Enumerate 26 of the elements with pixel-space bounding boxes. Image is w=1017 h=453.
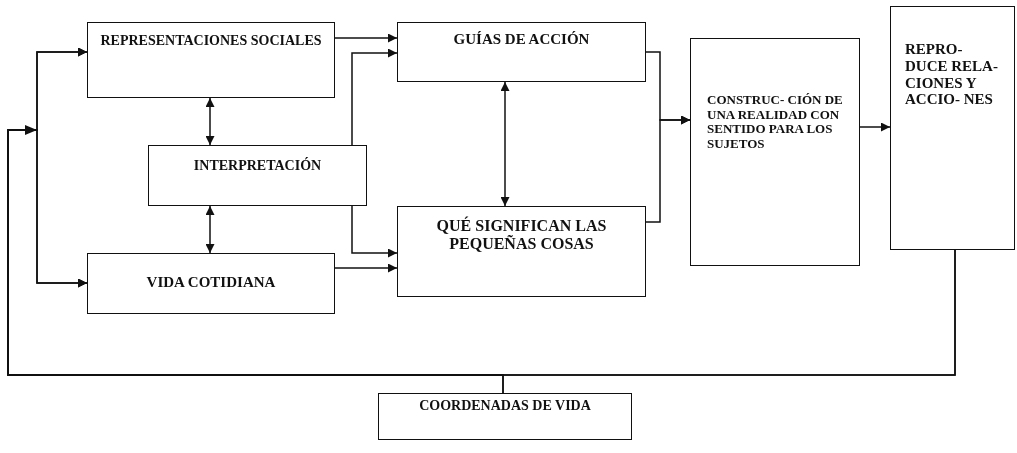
process-box (397, 206, 646, 297)
arrow (351, 205, 398, 258)
arrow (205, 97, 215, 146)
arrow (500, 81, 510, 207)
node-label: COORDENADAS DE VIDA (418, 398, 592, 414)
arrow (334, 33, 398, 43)
node-label: GUÍAS DE ACCIÓN (452, 31, 591, 48)
process-box (690, 38, 860, 266)
process-box (148, 145, 367, 206)
node-label: REPRO- DUCE RELA- CIONES Y ACCIO- NES (905, 41, 999, 109)
arrow (334, 263, 398, 273)
node-label: REPRESENTACIONES SOCIALES (99, 33, 323, 49)
arrow (859, 122, 891, 132)
node-label: INTERPRETACIÓN (192, 158, 323, 174)
process-box (890, 6, 1015, 250)
arrow (7, 129, 504, 394)
node-label: CONSTRUC- CIÓN DE UNA REALIDAD CON SENTIDO PARA LOS SUJETOS (707, 93, 844, 152)
arrow (205, 205, 215, 254)
process-box (397, 22, 646, 82)
process-box (87, 253, 335, 314)
arrow (645, 115, 691, 223)
process-box (378, 393, 632, 440)
process-box (87, 22, 335, 98)
node-label: VIDA COTIDIANA (145, 274, 277, 291)
arrow (351, 48, 398, 146)
node-label: QUÉ SIGNIFICAN LAS PEQUEÑAS COSAS (435, 217, 608, 253)
